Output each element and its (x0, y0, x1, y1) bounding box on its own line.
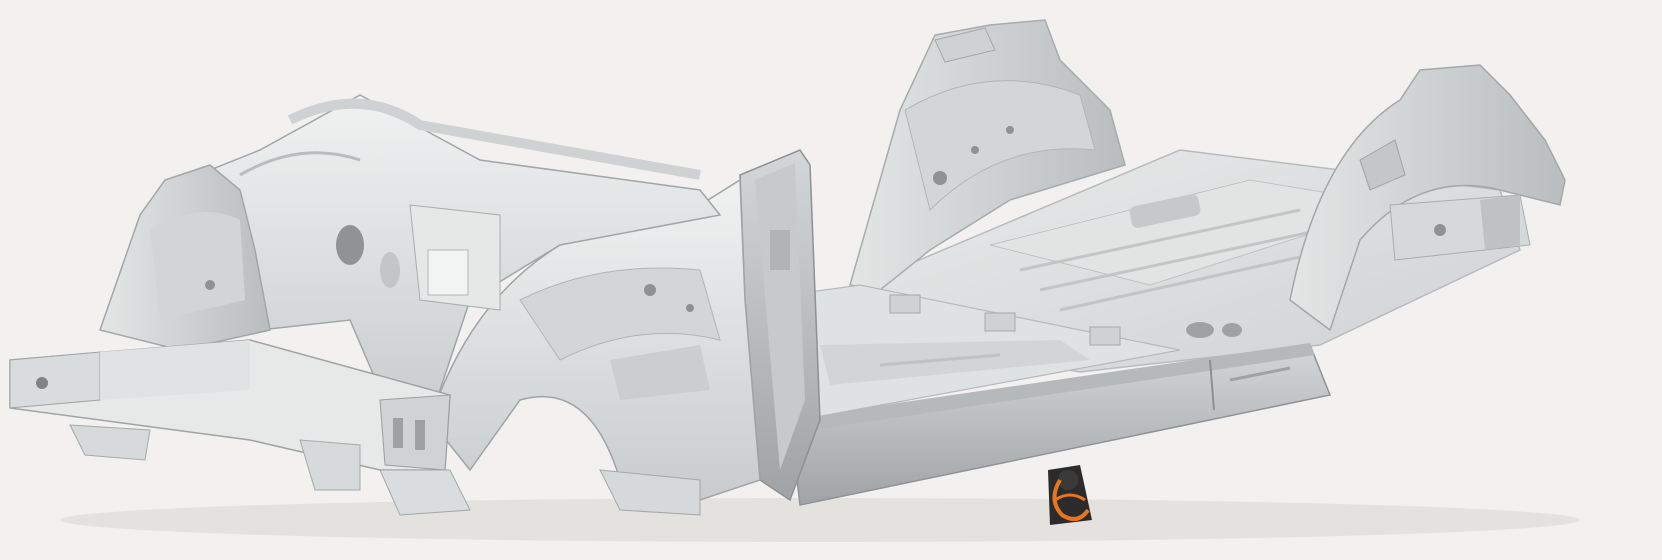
rear-wheel-arch-right (1289, 64, 1566, 332)
firewall-bulkhead (159, 94, 722, 422)
front-crash-rail (9, 339, 451, 491)
a-pillar (739, 149, 821, 502)
front-wheel-arch (429, 178, 761, 501)
ground-shadow (60, 498, 1580, 542)
lower-bracket (379, 469, 701, 516)
rear-shock-tower-left (849, 19, 1126, 291)
robot-arm-figure (1048, 465, 1092, 525)
